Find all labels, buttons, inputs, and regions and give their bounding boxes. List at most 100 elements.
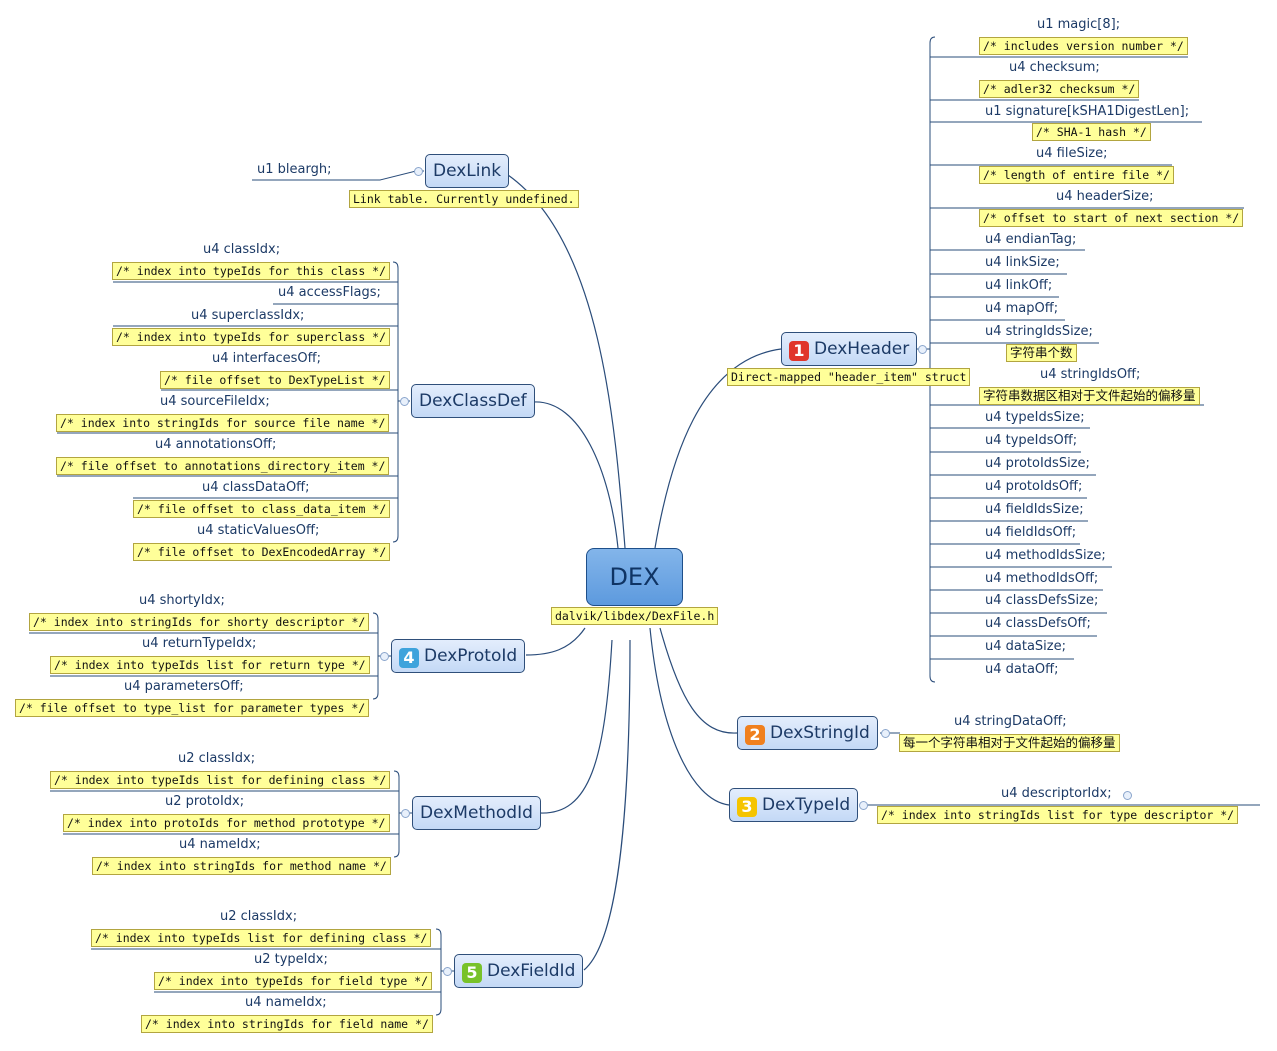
field-label: u4 stringIdsSize; <box>985 324 1093 339</box>
field-note: /* file offset to type_list for paramete… <box>15 699 370 717</box>
field-label: u4 returnTypeIdx; <box>142 636 257 651</box>
topic-dexlink[interactable]: DexLink <box>425 154 510 188</box>
field-label: u4 accessFlags; <box>278 285 381 300</box>
field-label: u4 nameIdx; <box>179 837 261 852</box>
field-label: u4 nameIdx; <box>245 995 327 1010</box>
topic-title: DexLink <box>433 161 502 181</box>
field-note: /* index into protoIds for method protot… <box>63 814 390 832</box>
collapse-toggle-icon[interactable] <box>881 729 890 738</box>
field-label: u4 typeIdsOff; <box>985 433 1078 448</box>
field-note: /* includes version number */ <box>979 37 1188 55</box>
field-note: /* index into typeIds for superclass */ <box>112 328 391 346</box>
field-label: u4 descriptorIdx; <box>1001 786 1112 801</box>
field-label: u2 protoIdx; <box>165 794 245 809</box>
field-label: u4 fieldIdsSize; <box>985 502 1084 517</box>
topic-title: DexTypeId <box>762 795 851 815</box>
field-note: /* file offset to DexTypeList */ <box>160 371 390 389</box>
field-label: u4 stringIdsOff; <box>1040 367 1141 382</box>
field-note: /* index into typeIds for field type */ <box>154 972 433 990</box>
field-note: /* index into stringIds for method name … <box>92 857 391 875</box>
field-note: /* index into stringIds for shorty descr… <box>29 613 370 631</box>
priority-4-icon: 4 <box>399 648 419 668</box>
field-note: /* index into stringIds list for type de… <box>877 806 1239 824</box>
field-label: u4 methodIdsSize; <box>985 548 1106 563</box>
collapse-toggle-icon[interactable] <box>401 809 410 818</box>
topic-note: Link table. Currently undefined. <box>349 190 579 208</box>
topic-note: Direct-mapped "header_item" struct <box>727 368 971 386</box>
collapse-toggle-icon[interactable] <box>859 801 868 810</box>
central-title: DEX <box>609 563 660 591</box>
field-label: u4 parametersOff; <box>124 679 244 694</box>
priority-1-icon: 1 <box>789 341 809 361</box>
topic-title: DexHeader <box>814 339 910 359</box>
field-note: 每一个字符串相对于文件起始的偏移量 <box>899 734 1120 752</box>
field-label: u4 classDefsSize; <box>985 593 1099 608</box>
collapse-toggle-icon[interactable] <box>400 397 409 406</box>
field-label: u4 protoIdsSize; <box>985 456 1090 471</box>
field-label: u2 typeIdx; <box>254 952 328 967</box>
field-label: u4 fileSize; <box>1036 146 1108 161</box>
priority-5-icon: 5 <box>462 963 482 983</box>
priority-2-icon: 2 <box>745 725 765 745</box>
field-label: u4 dataSize; <box>985 639 1066 654</box>
topic-dexclassdef[interactable]: DexClassDef <box>411 384 535 418</box>
field-note: /* index into typeIds list for defining … <box>50 771 391 789</box>
collapse-toggle-icon[interactable] <box>918 345 927 354</box>
collapse-toggle-icon[interactable] <box>380 652 389 661</box>
topic-title: DexFieldId <box>487 961 576 981</box>
field-label: u2 classIdx; <box>220 909 298 924</box>
topic-title: DexStringId <box>770 723 870 743</box>
field-label: u4 classDataOff; <box>202 480 310 495</box>
field-label: u4 staticValuesOff; <box>197 523 320 538</box>
field-label: u4 typeIdsSize; <box>985 410 1085 425</box>
field-label: u4 checksum; <box>1009 60 1100 75</box>
field-label: u4 fieldIdsOff; <box>985 525 1077 540</box>
field-note: /* length of entire file */ <box>979 166 1174 184</box>
central-note: dalvik/libdex/DexFile.h <box>551 607 719 625</box>
topic-title: DexMethodId <box>420 803 533 823</box>
field-label: u4 classIdx; <box>203 242 281 257</box>
field-label: u1 magic[8]; <box>1037 17 1121 32</box>
field-label: u4 endianTag; <box>985 232 1077 247</box>
field-label: u4 methodIdsOff; <box>985 571 1099 586</box>
collapse-toggle-icon[interactable] <box>1123 791 1132 800</box>
priority-3-icon: 3 <box>737 797 757 817</box>
field-label: u4 shortyIdx; <box>139 593 225 608</box>
field-label: u4 mapOff; <box>985 301 1059 316</box>
field-label: u1 bleargh; <box>257 162 332 177</box>
field-label: u2 classIdx; <box>178 751 256 766</box>
field-note: /* index into stringIds for source file … <box>56 414 390 432</box>
field-note: 字符串数据区相对于文件起始的偏移量 <box>979 387 1200 405</box>
topic-title: DexClassDef <box>419 391 527 411</box>
field-note: /* index into typeIds for this class */ <box>112 262 391 280</box>
field-note: 字符串个数 <box>1006 344 1077 362</box>
topic-dexmethodid[interactable]: DexMethodId <box>412 796 541 830</box>
field-label: u4 dataOff; <box>985 662 1059 677</box>
field-note: /* index into typeIds list for defining … <box>91 929 432 947</box>
topic-title: DexProtoId <box>424 646 518 666</box>
field-label: u4 annotationsOff; <box>155 437 277 452</box>
collapse-toggle-icon[interactable] <box>443 967 452 976</box>
field-label: u4 stringDataOff; <box>954 714 1067 729</box>
field-note: /* SHA-1 hash */ <box>1032 123 1151 141</box>
collapse-toggle-icon[interactable] <box>414 167 423 176</box>
field-label: u1 signature[kSHA1DigestLen]; <box>985 104 1190 119</box>
field-note: /* index into typeIds list for return ty… <box>50 656 370 674</box>
field-label: u4 linkOff; <box>985 278 1053 293</box>
field-note: /* file offset to DexEncodedArray */ <box>133 543 391 561</box>
field-note: /* file offset to class_data_item */ <box>133 500 391 518</box>
field-note: /* adler32 checksum */ <box>979 80 1140 98</box>
field-label: u4 superclassIdx; <box>191 308 305 323</box>
field-label: u4 sourceFileIdx; <box>160 394 270 409</box>
field-label: u4 classDefsOff; <box>985 616 1091 631</box>
central-topic-dex[interactable]: DEX <box>586 548 683 606</box>
field-label: u4 linkSize; <box>985 255 1060 270</box>
field-label: u4 headerSize; <box>1056 189 1154 204</box>
field-note: /* index into stringIds for field name *… <box>141 1015 433 1033</box>
